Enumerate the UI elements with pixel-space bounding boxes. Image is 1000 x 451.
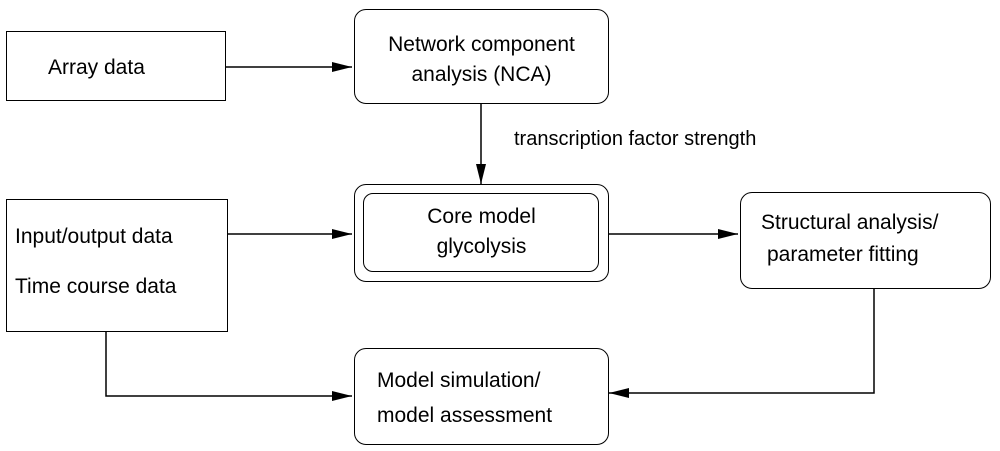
- io-data-label-line1: Input/output data: [15, 225, 173, 248]
- nca-box: Network component analysis (NCA): [354, 9, 609, 104]
- core-model-box: Core model glycolysis: [354, 184, 609, 282]
- core-model-label-line2: glycolysis: [436, 235, 527, 258]
- io-data-label-line2: Time course data: [15, 275, 177, 298]
- io-data-box: Input/output data Time course data: [6, 199, 228, 332]
- edge-label-transcription-factor-strength: transcription factor strength: [514, 128, 757, 150]
- core-model-label-line1: Core model: [427, 205, 536, 228]
- edge-io-to-simulation: [105, 332, 352, 401]
- model-simulation-label-line2: model assessment: [377, 404, 553, 427]
- array-data-label: Array data: [48, 56, 145, 79]
- structural-analysis-label-line2: parameter fitting: [767, 243, 919, 266]
- nca-label-line2: analysis (NCA): [411, 63, 552, 86]
- array-data-box: Array data: [6, 31, 226, 101]
- structural-analysis-box: Structural analysis/ parameter fitting: [740, 192, 991, 289]
- model-simulation-box: Model simulation/ model assessment: [354, 348, 609, 445]
- edge-structural-to-simulation: [609, 289, 875, 398]
- core-model-inner-border: [363, 193, 599, 272]
- structural-analysis-label-line1: Structural analysis/: [761, 211, 939, 234]
- nca-label-line1: Network component: [388, 33, 575, 56]
- model-simulation-label-line1: Model simulation/: [377, 369, 541, 392]
